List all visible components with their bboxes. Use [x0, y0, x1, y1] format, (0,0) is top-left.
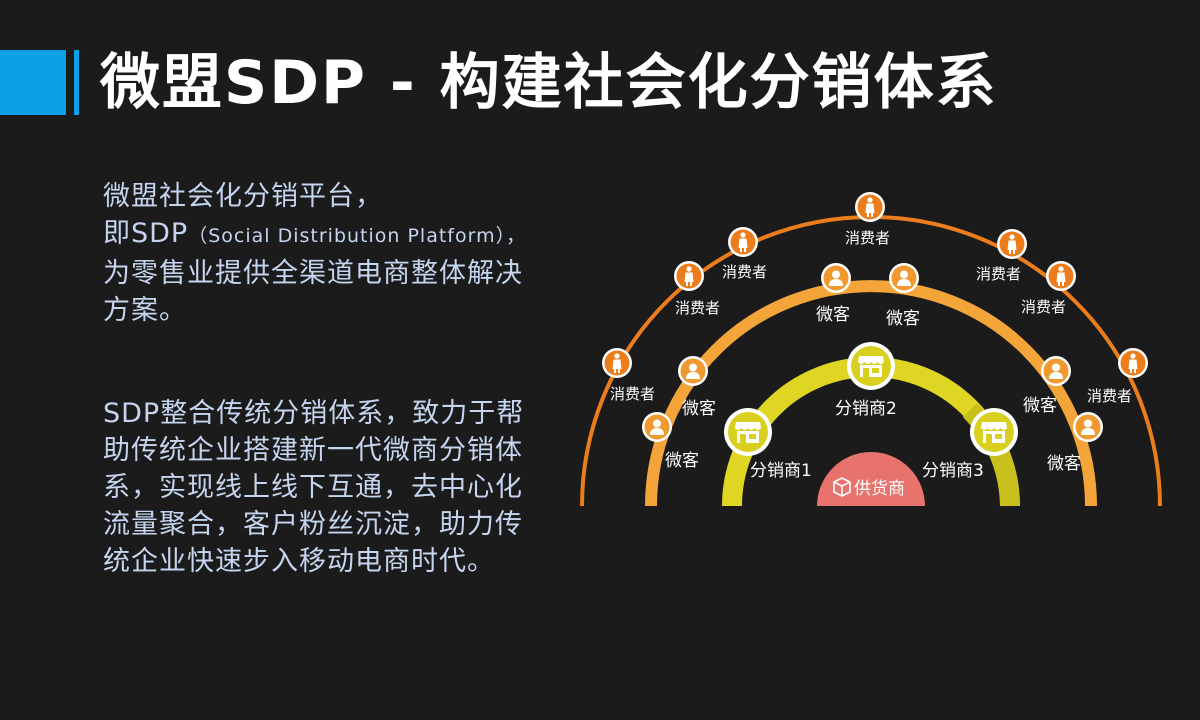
shop-icon: [970, 408, 1018, 456]
intro-sdp: 即SDP: [103, 218, 189, 249]
consumer-icon: [855, 192, 885, 222]
intro-text: 微盟社会化分销平台， 即SDP（Social Distribution Plat…: [103, 178, 528, 329]
person-icon: [1041, 356, 1071, 386]
person-icon: [889, 263, 919, 293]
person-icon: [642, 412, 672, 442]
consumer-icon: [602, 348, 632, 378]
consumer-icon: [1046, 261, 1076, 291]
wike-label: 微客: [1047, 454, 1081, 474]
distributor-1-label: 分销商1: [750, 461, 812, 481]
intro-line-2: 即SDP（Social Distribution Platform），: [103, 215, 528, 255]
description-paragraph: SDP整合传统分销体系，致力于帮助传统企业搭建新一代微商分销体系，实现线上线下互…: [103, 398, 525, 577]
consumer-icon: [728, 227, 758, 257]
title-accent-bar: [0, 50, 66, 115]
intro-platform-name: （Social Distribution Platform），: [188, 225, 527, 247]
person-icon: [678, 356, 708, 386]
consumer-label: 消费者: [845, 229, 890, 247]
consumer-icon: [997, 229, 1027, 259]
box-icon: [833, 477, 851, 497]
wike-label: 微客: [1023, 396, 1057, 416]
consumer-label: 消费者: [675, 299, 720, 317]
person-icon: [821, 263, 851, 293]
consumer-label: 消费者: [976, 265, 1021, 283]
consumer-icon: [1118, 348, 1148, 378]
consumer-label: 消费者: [610, 385, 655, 403]
person-icon: [1073, 412, 1103, 442]
supplier-label: 供货商: [854, 479, 905, 499]
intro-line-1: 微盟社会化分销平台，: [103, 181, 383, 212]
distributor-2-label: 分销商2: [835, 399, 897, 419]
wike-label: 微客: [682, 399, 716, 419]
consumer-label: 消费者: [722, 263, 767, 281]
wike-label: 微客: [665, 451, 699, 471]
distribution-diagram: 供货商 分销商1 分销商2 分销商3 微客 微客 微客 微客 微客 微客 消费者…: [580, 192, 1162, 507]
wike-label: 微客: [816, 305, 850, 325]
consumer-label: 消费者: [1087, 387, 1132, 405]
shop-icon: [724, 408, 772, 456]
wike-label: 微客: [886, 309, 920, 329]
page-title: 微盟SDP - 构建社会化分销体系: [100, 48, 998, 118]
shop-icon: [847, 342, 895, 390]
title-accent-line: [74, 50, 79, 115]
intro-line-3: 为零售业提供全渠道电商整体解决方案。: [103, 258, 523, 326]
supplier-half-circle: [817, 452, 925, 506]
distributor-3-label: 分销商3: [922, 461, 984, 481]
consumer-icon: [674, 261, 704, 291]
consumer-label: 消费者: [1021, 298, 1066, 316]
middle-arc: [645, 280, 1097, 507]
